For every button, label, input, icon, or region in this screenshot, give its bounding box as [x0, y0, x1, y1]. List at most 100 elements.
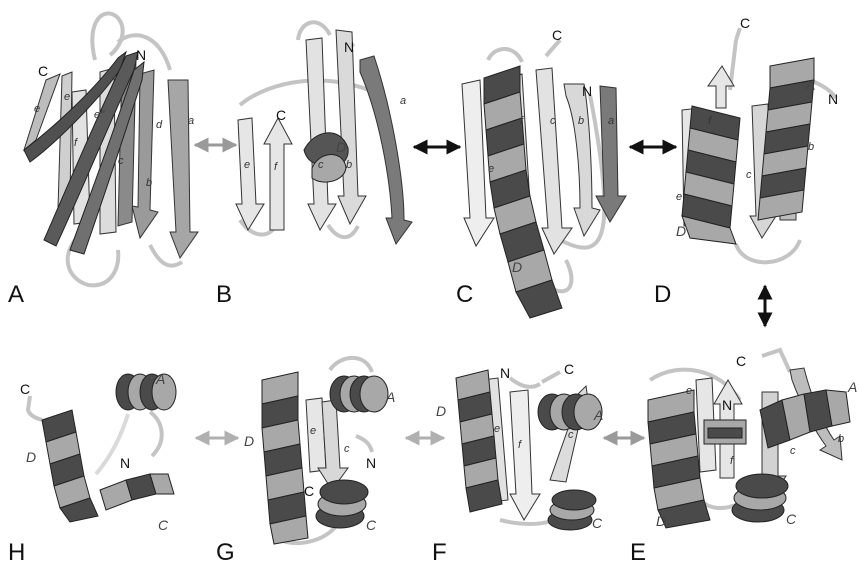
strand-f	[510, 390, 540, 520]
helix-label-d: D	[512, 259, 522, 275]
c-terminus-label: C	[276, 107, 286, 123]
strand-label-e: e	[676, 191, 682, 203]
loop	[92, 13, 122, 60]
helix-label-d: D	[26, 449, 36, 465]
panel-a: C N a b c d e e' e'' f A	[8, 13, 198, 308]
panel-label-g: G	[216, 539, 235, 565]
panel-label-f: F	[432, 539, 447, 565]
strand-label-c: c	[344, 443, 350, 455]
strand-label-c: c	[550, 115, 556, 127]
strand-a	[168, 80, 198, 258]
panel-label-a: A	[8, 281, 24, 308]
n-terminus-label: N	[120, 455, 130, 471]
n-terminus-label: N	[722, 397, 732, 413]
loop	[356, 436, 372, 452]
loop	[28, 396, 42, 420]
helix-label-a: A	[385, 389, 395, 405]
loop	[555, 260, 571, 291]
c-terminus-label: C	[564, 361, 574, 377]
strand-label-c: c	[568, 429, 574, 441]
c-terminus-label: C	[740, 15, 750, 31]
strand-label-b: b	[808, 141, 814, 153]
helix-label-c: C	[592, 515, 603, 531]
helix-a	[330, 376, 388, 412]
strand-label-b: b	[146, 177, 152, 189]
strand-label-b: b	[838, 433, 844, 445]
helix-c	[316, 480, 368, 528]
n-terminus-label: N	[136, 47, 146, 63]
loop	[542, 372, 560, 382]
panel-label-h: H	[8, 539, 25, 565]
strand-label-e-double-prime: e''	[94, 109, 105, 121]
n-terminus-label: N	[828, 91, 838, 107]
helix-d	[42, 410, 98, 522]
panel-label-c: C	[456, 281, 473, 308]
panel-label-b: B	[216, 281, 232, 308]
loop	[328, 225, 358, 237]
strand-label-b: b	[578, 115, 584, 127]
n-terminus-label: N	[344, 39, 354, 55]
c-terminus-label: C	[20, 381, 30, 397]
loop	[736, 240, 800, 262]
strand-label-e: e	[686, 385, 692, 397]
panel-label-e: E	[630, 539, 646, 565]
strand-label-d: d	[156, 119, 163, 131]
strand-label-e-prime: e'	[64, 91, 73, 103]
strand-label-c: c	[118, 155, 124, 167]
loop	[488, 49, 522, 62]
panel-label-d: D	[654, 281, 671, 308]
helix-label-a: A	[805, 77, 815, 93]
helix-a	[538, 394, 602, 430]
strand-label-c: c	[318, 159, 324, 171]
helix-label-c: C	[366, 517, 377, 533]
panel-f: N C c e f A C D F	[432, 361, 603, 565]
loop	[730, 28, 740, 90]
helix-label-c: C	[786, 511, 797, 527]
c-terminus-label: C	[736, 353, 746, 369]
helix-small	[704, 420, 746, 444]
strand-label-a: a	[400, 95, 406, 107]
panel-g: N C c e A C D G	[216, 358, 395, 565]
strand-label-c: c	[746, 169, 752, 181]
panel-d: C N b c e f A D D	[654, 15, 838, 308]
helix-label-d: D	[676, 223, 686, 239]
helix-d	[262, 372, 308, 544]
strand-label-c: c	[790, 445, 796, 457]
strand-label-a: a	[608, 115, 614, 127]
helix-label-d: D	[244, 433, 254, 449]
strand-label-e: e	[34, 103, 40, 115]
panel-c: C N a b c e f D C	[456, 27, 626, 318]
helix-a	[116, 374, 176, 410]
helix-label-a: A	[593, 407, 603, 423]
strand-label-b: b	[346, 159, 352, 171]
helix-c	[100, 474, 174, 510]
panel-b: N C a b c e f D B	[216, 22, 412, 308]
panel-e: C N b c e f A C D E	[630, 350, 857, 565]
loop	[150, 412, 162, 456]
helix-c	[548, 490, 596, 530]
helix-c	[732, 474, 788, 522]
strand-e	[236, 118, 264, 230]
panel-h: C N A C D H	[8, 371, 176, 565]
helix-label-d: D	[336, 139, 346, 155]
strand-b	[564, 84, 600, 236]
loop	[330, 358, 372, 372]
strand-label-e: e	[488, 163, 494, 175]
loop	[762, 350, 790, 372]
helix-label-d: D	[656, 513, 666, 529]
helix-label-a: A	[847, 379, 857, 395]
n-terminus-label: N	[500, 365, 510, 381]
strand-a	[360, 56, 412, 244]
n-terminus-label: N	[582, 83, 592, 99]
helix-label-d: D	[436, 403, 446, 419]
loop	[298, 22, 330, 40]
c-terminus-label: C	[552, 27, 562, 43]
strand-label-e: e	[244, 159, 250, 171]
helix-label-c: C	[158, 517, 169, 533]
c-terminus-label: C	[304, 483, 314, 499]
strand-label-a: a	[188, 115, 194, 127]
strand-label-e: e	[494, 423, 500, 435]
loop	[510, 378, 540, 387]
helix-label-a: A	[155, 371, 165, 387]
